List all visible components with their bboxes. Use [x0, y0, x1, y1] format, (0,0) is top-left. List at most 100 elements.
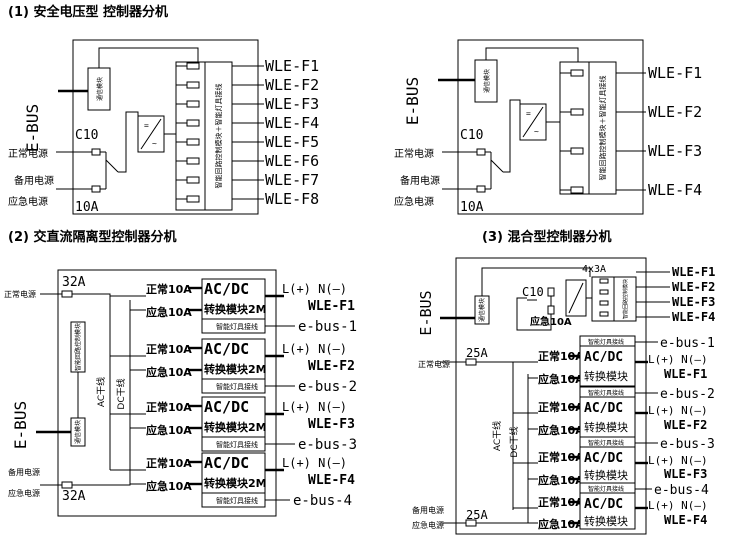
d2-ac-trunk — [72, 293, 111, 470]
d1-out-2: WLE-F2 — [265, 76, 319, 94]
svg-text:应急10A: 应急10A — [538, 517, 584, 531]
svg-text:e-bus-4: e-bus-4 — [654, 483, 709, 498]
d1b-panel-label: 智能回路控制模块＋智能灯具接线 — [598, 76, 607, 181]
svg-text:转换模块: 转换模块 — [584, 514, 628, 528]
d1-output-lines — [232, 65, 264, 200]
svg-text:AC/DC: AC/DC — [204, 340, 249, 358]
d1-10a: 10A — [75, 200, 99, 215]
d1-panel-right — [204, 61, 233, 211]
svg-text:L(+) N(—): L(+) N(—) — [282, 456, 347, 470]
svg-text:AC/DC: AC/DC — [204, 454, 249, 472]
d3-25a-bottom: 25A — [466, 508, 488, 522]
d2-branch-4: 正常10A 应急10A AC/DC 转换模块2M 智能灯具接线 L(+) N(—… — [110, 452, 355, 509]
svg-text:=: = — [526, 109, 531, 118]
svg-text:正常10A: 正常10A — [146, 456, 192, 470]
svg-text:正常10A: 正常10A — [538, 450, 584, 464]
d1-converter-diag — [140, 118, 162, 150]
svg-text:智能灯具接线: 智能灯具接线 — [216, 440, 258, 449]
svg-text:L(+) N(—): L(+) N(—) — [282, 400, 347, 414]
d3-ac-label: AC干线 — [491, 421, 503, 451]
svg-text:L(+) N(—): L(+) N(—) — [648, 404, 708, 417]
d1-panel-label: 智能回路控制模块＋智能灯具接线 — [214, 84, 223, 189]
d3-top-out-3: WLE-F3 — [672, 295, 715, 309]
d1-out-3: WLE-F3 — [265, 95, 319, 113]
d1-backup-power: 备用电源 — [14, 174, 54, 187]
d2-branch-1: 正常10A 应急10A AC/DC 转换模块2M 智能灯具接线 L(+) N(—… — [110, 278, 357, 335]
svg-text:智能灯具接线: 智能灯具接线 — [216, 382, 258, 391]
d3-top-out-1: WLE-F1 — [672, 265, 715, 279]
svg-text:应急10A: 应急10A — [538, 372, 584, 386]
d1b-panel-right — [588, 61, 617, 195]
d1b-out-1: WLE-F1 — [648, 64, 702, 82]
diagram-2: 正常电源 32A 智能回路控制模块 通信模块 E-BUS 备用电源 应急电源 3… — [4, 269, 357, 517]
d1b-slots — [560, 69, 646, 194]
svg-text:WLE-F4: WLE-F4 — [308, 473, 355, 488]
d1-enclosure — [72, 39, 259, 215]
d3-backup-power: 备用电源 — [412, 505, 444, 515]
d1-out-8: WLE-F8 — [265, 190, 319, 208]
svg-text:WLE-F1: WLE-F1 — [664, 367, 707, 381]
svg-text:应急10A: 应急10A — [146, 305, 192, 319]
d1-switch-wire — [118, 111, 139, 173]
svg-text:转换模块: 转换模块 — [584, 468, 628, 482]
d2-32a-bottom: 32A — [62, 489, 86, 504]
d1-ebus-label: E-BUS — [23, 104, 42, 152]
d3-ebus-label: E-BUS — [417, 290, 435, 335]
d1b-emergency-power: 应急电源 — [394, 195, 434, 208]
svg-text:转换模块2M: 转换模块2M — [204, 362, 267, 376]
d2-comm-module-label: 通信模块 — [74, 420, 82, 444]
d1-out-6: WLE-F6 — [265, 152, 319, 170]
heading-hybrid: (3) 混合型控制器分机 — [482, 229, 611, 245]
diagram-1-left: E-BUS 通信模块 = ~ 智能回路控制模块＋智能灯具接线 WLE-F — [8, 39, 319, 215]
d2-ebus-label: E-BUS — [11, 401, 30, 449]
svg-text:应急10A: 应急10A — [538, 423, 584, 437]
diagram-1-right: E-BUS 通信模块 = ~ 智能回路控制模块＋智能灯具接线 WLE-F1 WL… — [394, 39, 702, 215]
d3-enclosure — [455, 257, 647, 535]
svg-text:AC/DC: AC/DC — [204, 280, 249, 298]
svg-text:转换模块: 转换模块 — [584, 420, 628, 434]
d3-dc-label: DC干线 — [508, 426, 520, 457]
d1-emergency-power: 应急电源 — [8, 195, 48, 208]
svg-text:L(+) N(—): L(+) N(—) — [648, 499, 708, 512]
svg-text:L(+) N(—): L(+) N(—) — [648, 353, 708, 366]
heading-acdc-isolated: (2) 交直流隔离型控制器分机 — [8, 229, 176, 245]
svg-text:WLE-F1: WLE-F1 — [308, 299, 355, 314]
d3-matrix-label: 4x3A — [582, 264, 606, 275]
svg-text:智能灯具接线: 智能灯具接线 — [588, 338, 624, 346]
d1b-converter — [519, 103, 547, 141]
svg-text:转换模块2M: 转换模块2M — [204, 420, 267, 434]
svg-text:智能灯具接线: 智能灯具接线 — [588, 485, 624, 493]
d2-branch-2: 正常10A 应急10A AC/DC 转换模块2M 智能灯具接线 L(+) N(—… — [110, 338, 357, 395]
svg-text:智能灯具接线: 智能灯具接线 — [588, 389, 624, 397]
d3-branch-2: 智能灯具接线 e-bus-2 正常10A 应急10A AC/DC 转换模块 L(… — [513, 386, 715, 438]
svg-text:AC/DC: AC/DC — [584, 350, 623, 365]
d1b-normal-power: 正常电源 — [394, 147, 434, 160]
svg-text:智能灯具接线: 智能灯具接线 — [588, 439, 624, 447]
d3-branch-1: 智能灯具接线 e-bus-1 正常10A 应急10A AC/DC 转换模块 L(… — [513, 335, 715, 387]
d1b-ebus-label: E-BUS — [403, 77, 422, 125]
d1-out-1: WLE-F1 — [265, 57, 319, 75]
d2-backup-power: 备用电源 — [8, 467, 40, 477]
d2-32a-top: 32A — [62, 275, 86, 290]
d1-comm-wire — [98, 47, 199, 68]
d3-branch-3: 智能灯具接线 e-bus-3 正常10A 应急10A AC/DC 转换模块 L(… — [513, 436, 715, 487]
d2-ctrl-module-label: 智能回路控制模块 — [74, 323, 82, 371]
svg-text:正常10A: 正常10A — [146, 400, 192, 414]
svg-text:WLE-F2: WLE-F2 — [664, 418, 707, 432]
d2-emergency-power: 应急电源 — [8, 488, 40, 498]
d1b-comm-wire — [485, 47, 579, 62]
d1b-c10: C10 — [460, 128, 483, 143]
svg-text:转换模块2M: 转换模块2M — [204, 476, 267, 490]
svg-text:L(+) N(—): L(+) N(—) — [282, 282, 347, 296]
svg-text:智能回路控制模块: 智能回路控制模块 — [622, 279, 629, 319]
d2-normal-power: 正常电源 — [4, 289, 36, 299]
svg-text:WLE-F4: WLE-F4 — [664, 513, 707, 527]
svg-text:AC/DC: AC/DC — [584, 401, 623, 416]
d1-out-4: WLE-F4 — [265, 114, 319, 132]
d3-top-slots — [599, 271, 670, 318]
svg-text:智能灯具接线: 智能灯具接线 — [216, 322, 258, 331]
d2-dc-label: DC干线 — [115, 378, 127, 409]
d1-slots — [176, 62, 200, 203]
